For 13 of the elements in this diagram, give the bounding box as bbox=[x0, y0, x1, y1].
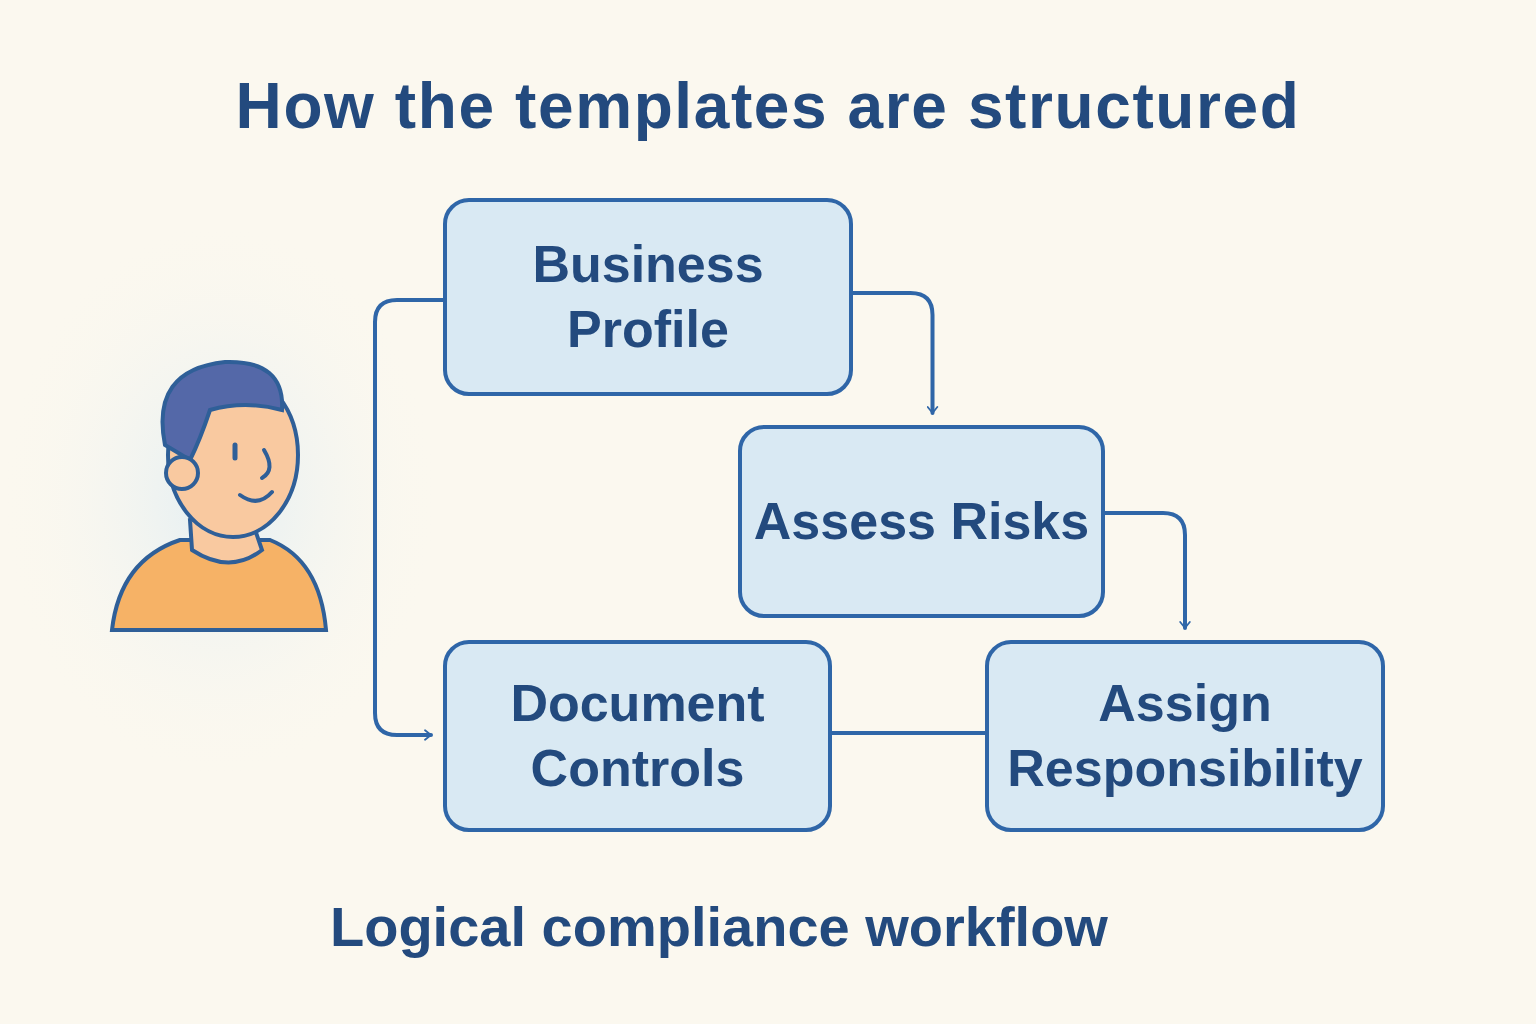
process-box bbox=[738, 425, 1105, 618]
process-box bbox=[985, 640, 1385, 832]
connector-arrow bbox=[373, 298, 445, 741]
caption: Logical compliance workflow bbox=[330, 894, 1108, 960]
box-label: Document Controls bbox=[509, 673, 766, 799]
process-box bbox=[443, 198, 853, 396]
process-box bbox=[443, 640, 832, 832]
box-label: Business Profile bbox=[531, 234, 765, 360]
box-label: Assign Responsibility bbox=[1006, 673, 1364, 799]
box-label: Assess Risks bbox=[753, 491, 1090, 552]
connector-arrow bbox=[851, 291, 939, 415]
title: How the templates are structured bbox=[235, 69, 1301, 144]
connector-arrow bbox=[1103, 511, 1191, 630]
